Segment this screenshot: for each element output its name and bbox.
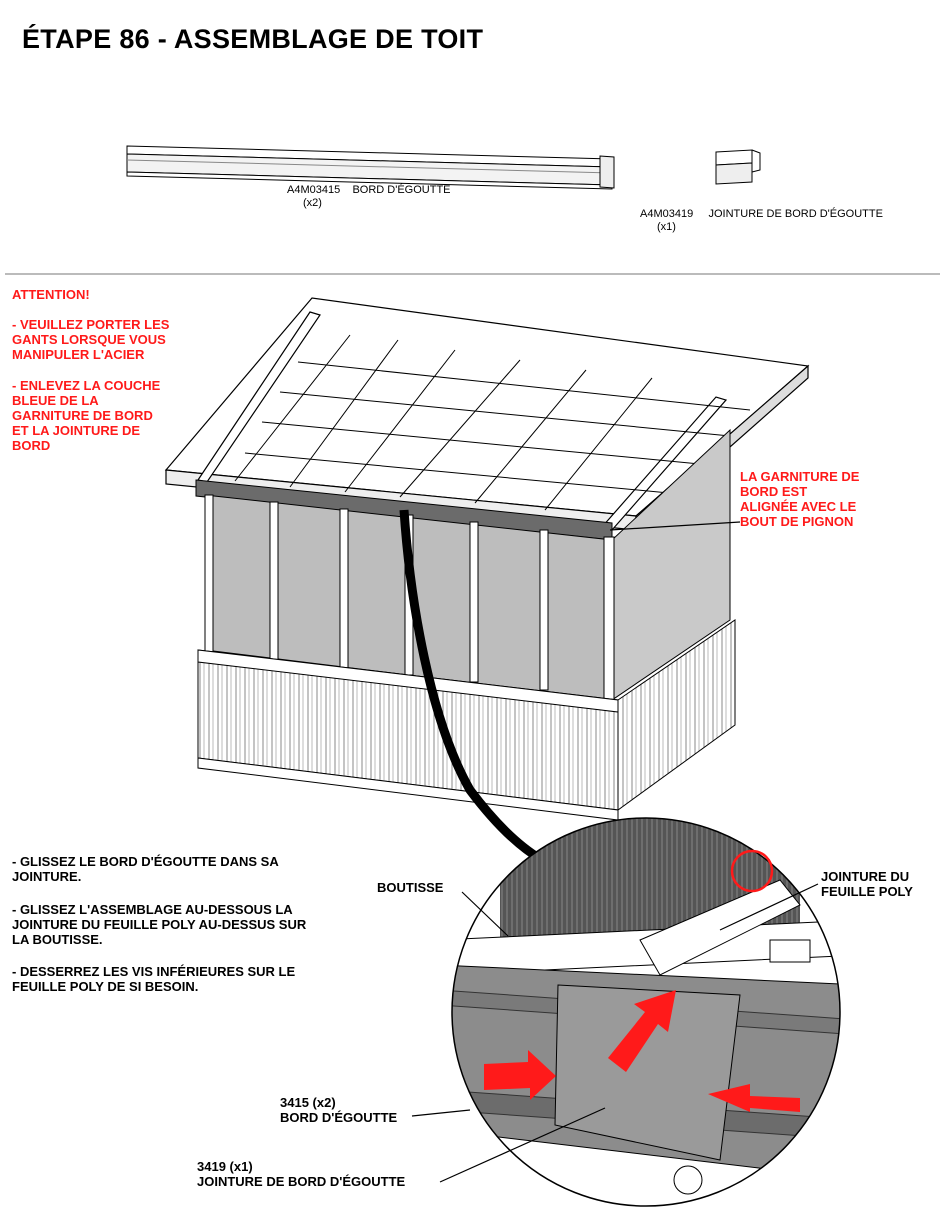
callout-qty: 3419 (x1) [197, 1159, 253, 1174]
callout-name: BORD D'ÉGOUTTE [280, 1110, 398, 1125]
arrow-up-right-icon [608, 990, 676, 1072]
warning-heading: ATTENTION! [12, 287, 90, 302]
zoom-connector [399, 509, 545, 864]
instruction-step-1: - GLISSEZ LE BORD D'ÉGOUTTE DANS SA JOIN… [12, 854, 279, 884]
callout-qty: 3415 (x2) [280, 1095, 336, 1110]
roof-grid [234, 334, 751, 511]
arrow-left-icon [708, 1084, 800, 1112]
note-line: BOUT DE PIGNON [740, 514, 854, 529]
part-name: JOINTURE DE BORD D'ÉGOUTTE [708, 208, 883, 220]
screw-highlight-circle [730, 849, 774, 893]
warning-gloves: - VEUILLEZ PORTER LES GANTS LORSQUE VOUS… [12, 317, 169, 362]
part-qty-drip-edge: (x2) [303, 197, 322, 209]
callout-line: FEUILLE POLY [821, 884, 913, 899]
warning-line: - VEUILLEZ PORTER LES [12, 317, 170, 332]
drip-edge-part-drawing [126, 145, 615, 190]
red-arrows [484, 990, 800, 1112]
callout-boutisse: BOUTISSE [377, 880, 444, 895]
callout-line: JOINTURE DU [821, 869, 910, 884]
instruction-line: FEUILLE POLY DE SI BESOIN. [12, 979, 199, 994]
warning-line: MANIPULER L'ACIER [12, 347, 145, 362]
instruction-line: JOINTURE. [12, 869, 82, 884]
part-qty-drip-joint: (x1) [657, 221, 676, 233]
warning-line: - ENLEVEZ LA COUCHE [12, 378, 161, 393]
page-title: ÉTAPE 86 - ASSEMBLAGE DE TOIT [22, 24, 484, 54]
part-code: A4M03419 [640, 208, 694, 220]
note-line: LA GARNITURE DE [740, 469, 860, 484]
warning-line: BORD [12, 438, 51, 453]
note-line: BORD EST [740, 484, 808, 499]
warning-line: BLEUE DE LA [12, 393, 99, 408]
instruction-step-2: - GLISSEZ L'ASSEMBLAGE AU-DESSOUS LA JOI… [12, 902, 306, 947]
part-code: A4M03415 [287, 184, 341, 196]
callout-name: JOINTURE DE BORD D'ÉGOUTTE [197, 1174, 406, 1189]
instruction-line: JOINTURE DU FEUILLE POLY AU-DESSUS SUR [12, 917, 307, 932]
detail-zoom-border [451, 817, 841, 1207]
instruction-line: - GLISSEZ LE BORD D'ÉGOUTTE DANS SA [12, 854, 279, 869]
alignment-note: LA GARNITURE DE BORD EST ALIGNÉE AVEC LE… [740, 469, 859, 529]
arrow-right-icon [484, 1050, 556, 1100]
note-line: ALIGNÉE AVEC LE [740, 499, 857, 514]
callout-leaders [411, 521, 819, 1183]
part-label-drip-joint: A4M03419 JOINTURE DE BORD D'ÉGOUTTE [640, 208, 883, 220]
callout-drip-joint: 3419 (x1) JOINTURE DE BORD D'ÉGOUTTE [197, 1159, 405, 1189]
warning-line: ET LA JOINTURE DE [12, 423, 141, 438]
warning-line: GANTS LORSQUE VOUS [12, 332, 166, 347]
instruction-line: - GLISSEZ L'ASSEMBLAGE AU-DESSOUS LA [12, 902, 293, 917]
walls [197, 428, 736, 821]
part-label-drip-edge: A4M03415 BORD D'ÉGOUTTE [287, 184, 451, 196]
drip-edge-joint-part-drawing [715, 149, 761, 185]
part-name: BORD D'ÉGOUTTE [352, 184, 451, 196]
warning-blue-film: - ENLEVEZ LA COUCHE BLEUE DE LA GARNITUR… [12, 378, 160, 453]
callout-poly-joint: JOINTURE DU FEUILLE POLY [821, 869, 913, 899]
warning-line: GARNITURE DE BORD [12, 408, 153, 423]
callout-drip-edge: 3415 (x2) BORD D'ÉGOUTTE [280, 1095, 397, 1125]
instruction-line: - DESSERREZ LES VIS INFÉRIEURES SUR LE [12, 964, 296, 979]
instruction-line: LA BOUTISSE. [12, 932, 103, 947]
parts-illustration [5, 145, 940, 275]
instruction-step-3: - DESSERREZ LES VIS INFÉRIEURES SUR LE F… [12, 964, 295, 994]
